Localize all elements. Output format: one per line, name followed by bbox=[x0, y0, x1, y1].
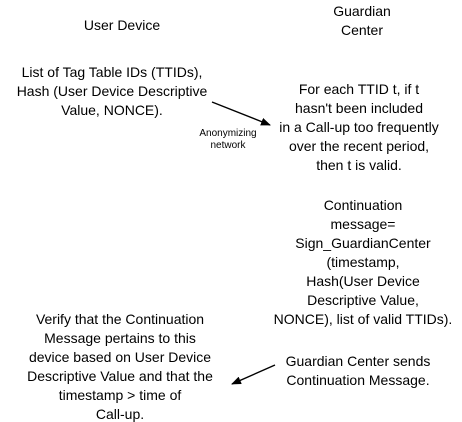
continuation-message-block: Continuation message= Sign_GuardianCente… bbox=[273, 197, 453, 327]
anonymizing-network-label: Anonymizing network bbox=[199, 128, 257, 151]
request-arrow bbox=[211, 101, 271, 126]
validation-block: For each TTID t, if t hasn't been includ… bbox=[279, 81, 439, 173]
request-block: List of Tag Table IDs (TTIDs), Hash (Use… bbox=[16, 64, 208, 118]
guardian-center-header: Guardian Center bbox=[333, 3, 391, 38]
verify-block: Verify that the Continuation Message per… bbox=[27, 311, 213, 422]
send-block: Guardian Center sends Continuation Messa… bbox=[285, 353, 431, 388]
response-arrow bbox=[231, 364, 276, 385]
user-device-header: User Device bbox=[83, 17, 161, 33]
